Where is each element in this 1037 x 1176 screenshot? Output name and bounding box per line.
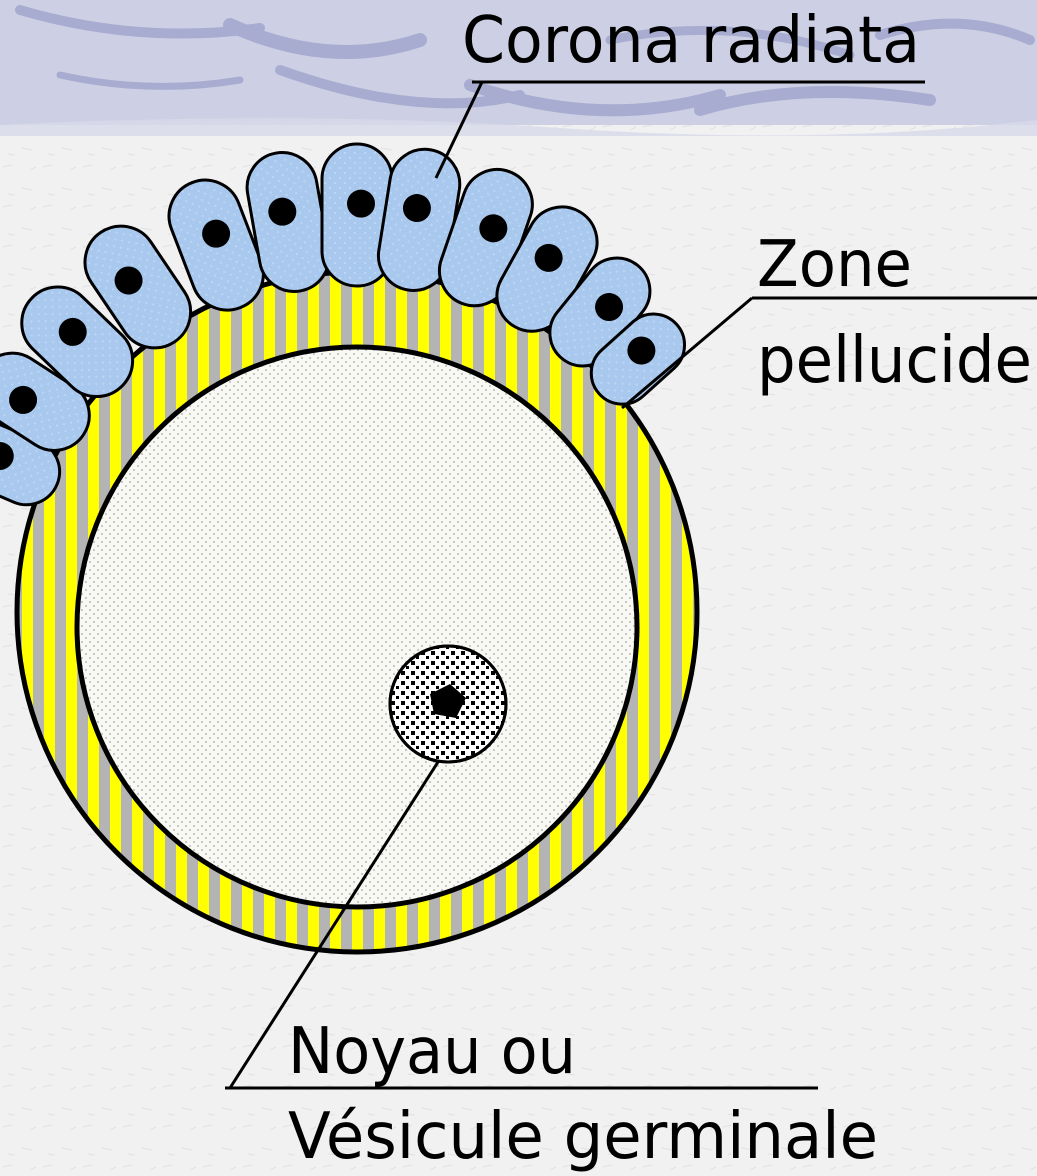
zone-label-line1: Zone: [757, 228, 912, 302]
cell-nucleus: [347, 190, 375, 218]
noyau-label-line2: Vésicule germinale: [288, 1100, 878, 1172]
cytoplasm: [77, 347, 637, 907]
corona-radiata-label: Corona radiata: [462, 4, 920, 78]
zone-label-line2: pellucide: [757, 324, 1032, 398]
germinal-vesicle: [390, 646, 506, 762]
noyau-label-line1: Noyau ou: [288, 1015, 576, 1089]
